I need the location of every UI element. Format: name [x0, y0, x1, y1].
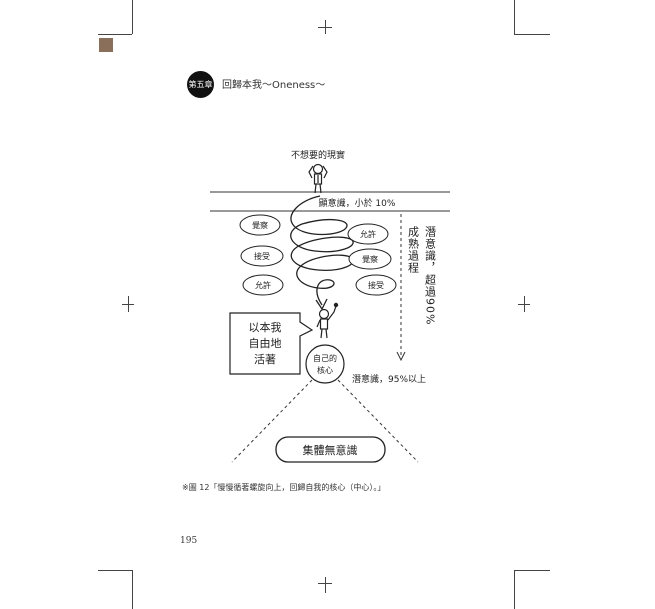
top-label: 不想要的現實 [291, 149, 345, 161]
cone-left-line [231, 379, 313, 463]
chapter-color-square [99, 38, 113, 52]
right-bubble-3: 接受 [368, 280, 384, 290]
conscious-label: 顯意識，小於 10% [319, 197, 396, 209]
page-number: 195 [180, 536, 198, 546]
left-bubble-3: 允許 [255, 280, 271, 290]
right-bubble-2: 覺察 [362, 254, 378, 264]
subconscious-label: 潛意識，95%以上 [352, 373, 426, 385]
collective-box [275, 436, 386, 463]
spiral-path [290, 195, 354, 306]
core-circle [305, 344, 345, 384]
left-bubbles: 覺察 接受 允許 [239, 214, 284, 296]
left-bubble-1: 覺察 [252, 220, 268, 230]
core-line-2: 核心 [317, 365, 333, 375]
speech-line-2: 自由地 [249, 336, 282, 350]
person-top-icon [308, 163, 328, 194]
speech-line-3: 活著 [254, 352, 276, 366]
cone-right-line [337, 379, 419, 463]
collective-label: 集體無意識 [303, 443, 358, 457]
core-line-1: 自己的 [313, 353, 337, 363]
right-bubble-1: 允許 [360, 229, 376, 239]
maturation-arrow-icon [396, 351, 406, 362]
speech-line-1: 以本我 [249, 320, 282, 334]
subconscious-vertical-label: 潛意識，超過90% [424, 226, 437, 326]
spiral-arrow-icon [315, 298, 328, 311]
left-bubble-2: 接受 [254, 251, 270, 261]
maturation-label: 成熟過程 [407, 226, 420, 274]
chapter-title: 回歸本我〜Oneness〜 [222, 80, 326, 91]
figure-caption: ※圖 12「慢慢循著螺旋向上，回歸自我的核心（中心）。」 [182, 483, 386, 492]
speech-bubble: 以本我 自由地 活著 [229, 312, 314, 375]
right-bubbles: 允許 覺察 接受 [347, 223, 397, 296]
chapter-badge: 第五章 [187, 71, 214, 98]
person-core-icon [316, 302, 339, 339]
